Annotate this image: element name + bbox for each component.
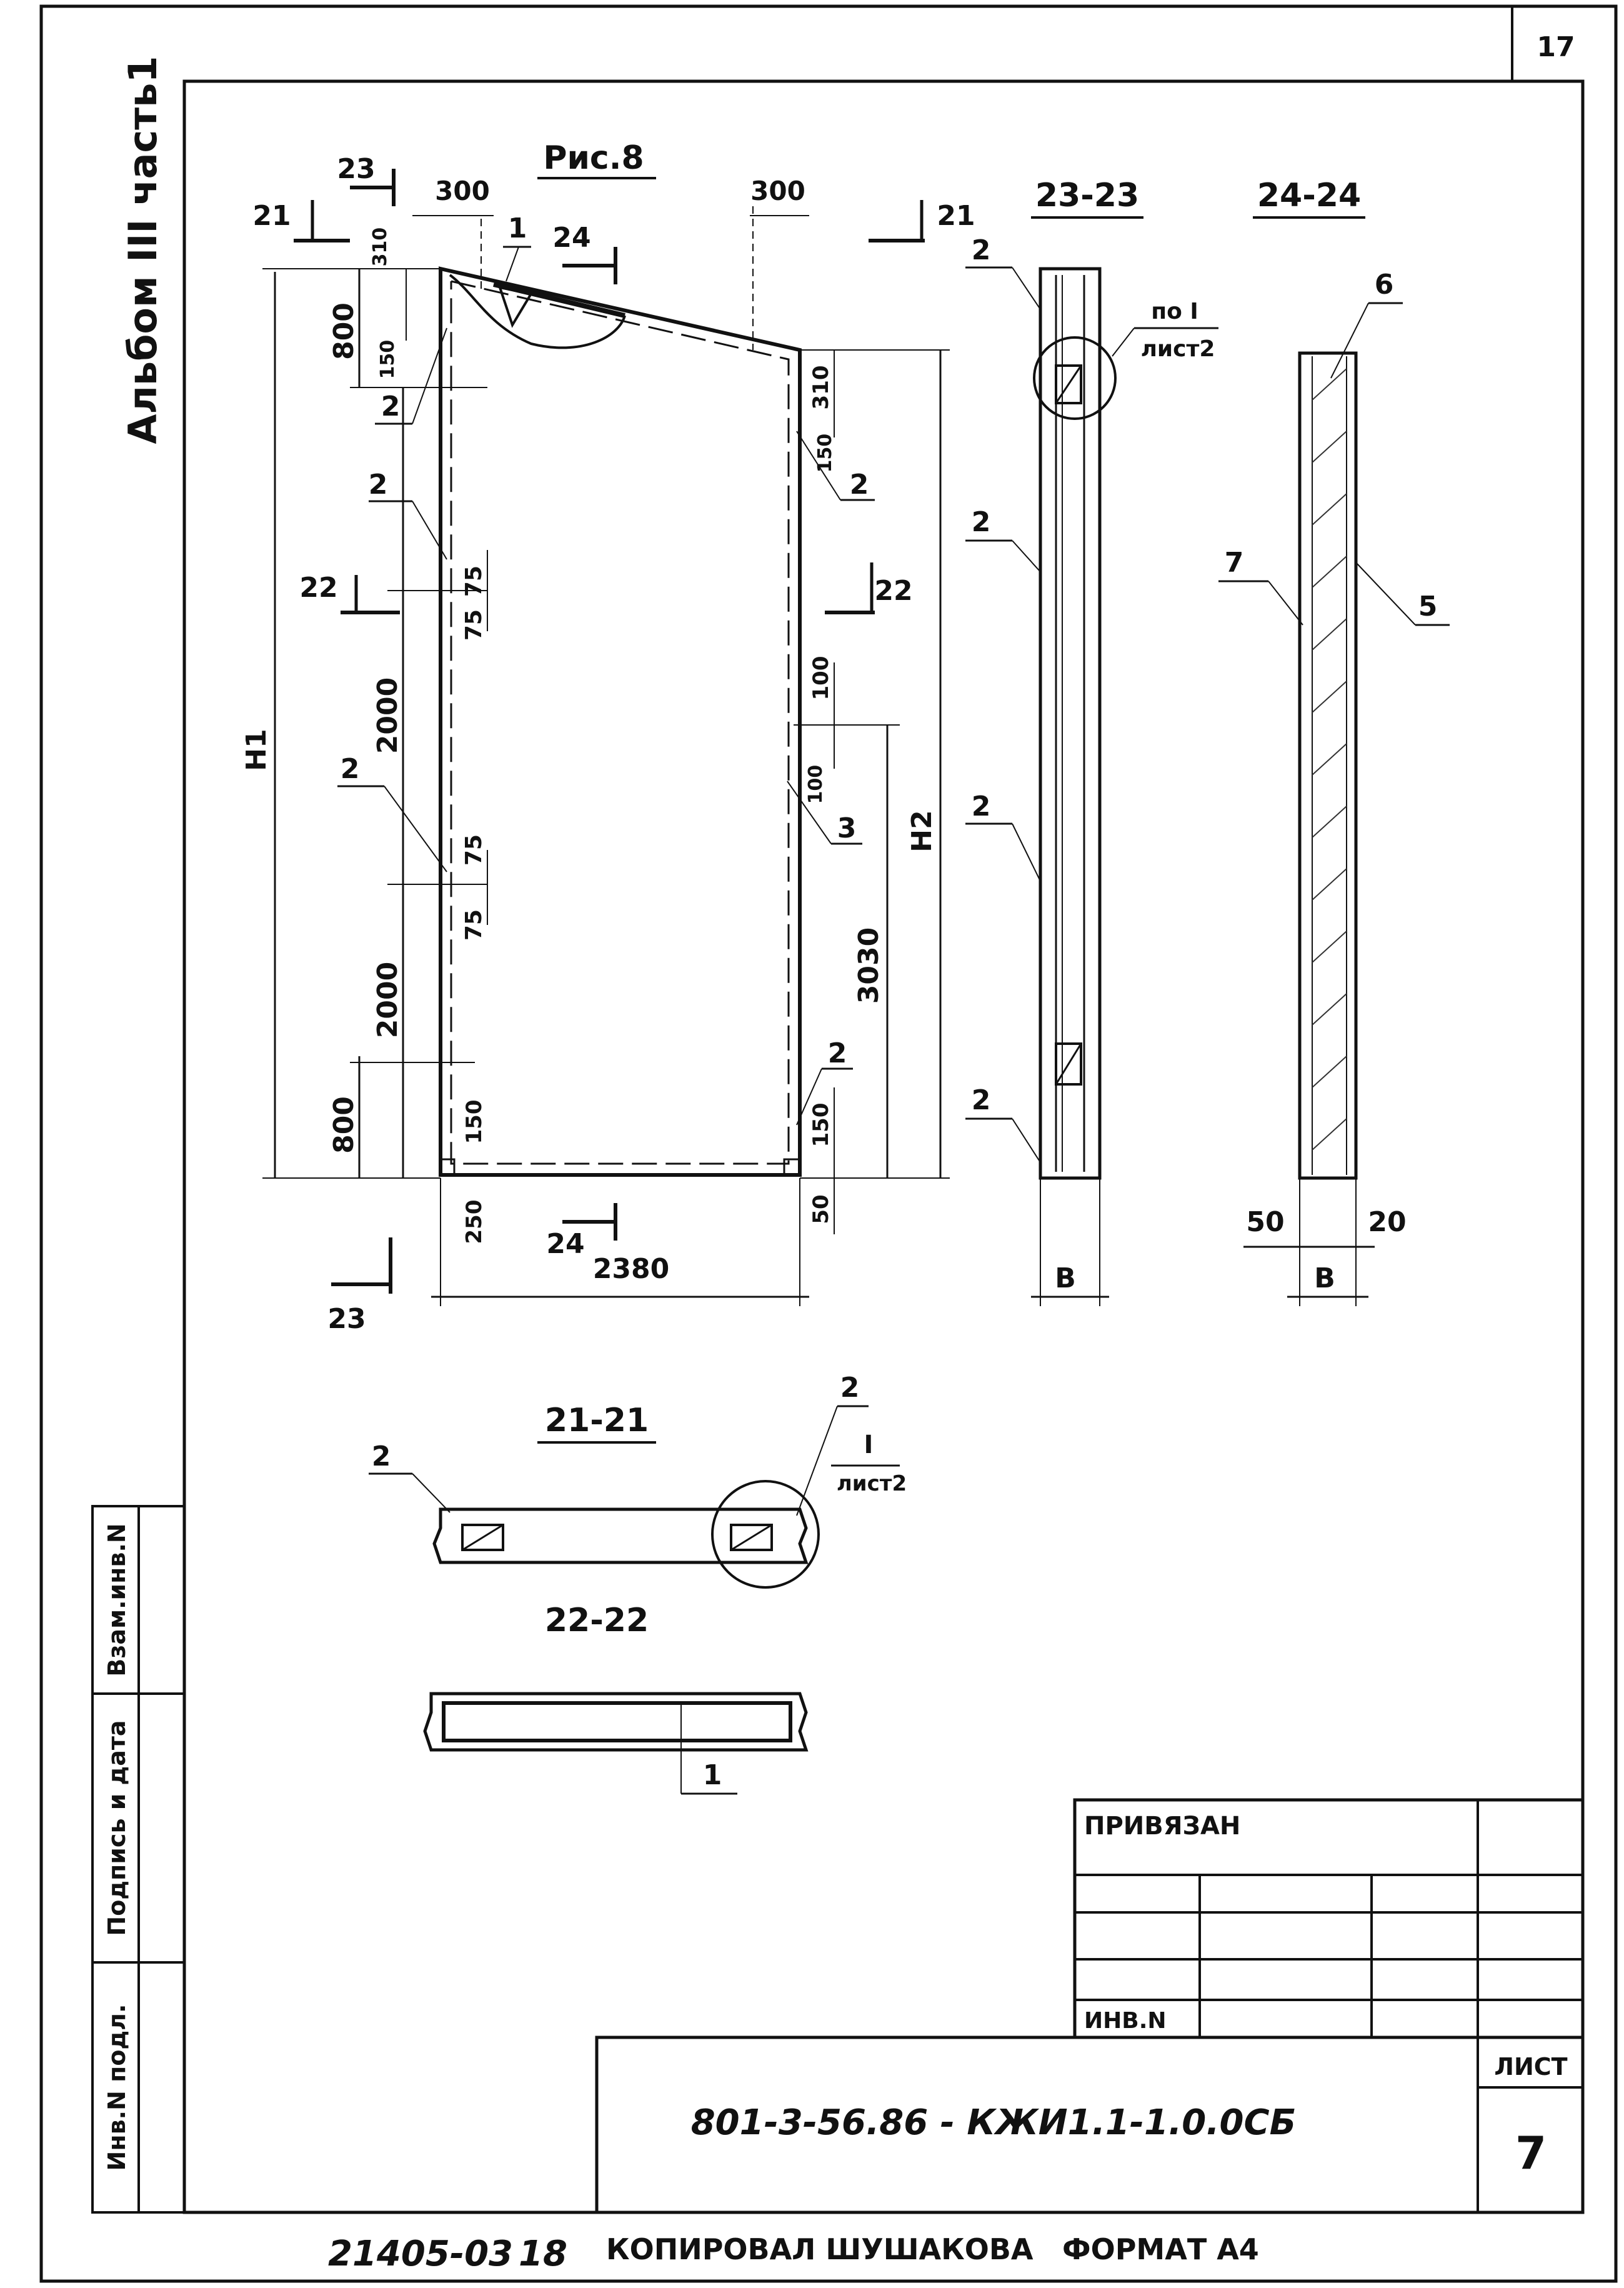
callout-2-s23-a: 2 (972, 234, 991, 266)
dim-2380-label: 2380 (593, 1253, 669, 1285)
figure-title: Рис.8 (543, 139, 644, 177)
doc-code: 801-3-56.86 - КЖИ1.1-1.0.0СБ (691, 2102, 1297, 2143)
marker-24-top: 24 (552, 222, 590, 254)
outer-border (39, 4, 1618, 2283)
copied-by: КОПИРОВАЛ ШУШАКОВА (606, 2232, 1034, 2266)
dim-20-s24: 20 (1368, 1206, 1406, 1238)
callout-2-a: 2 (381, 391, 401, 422)
section-23-23: 23-23 по I лист2 2 2 2 2 B (965, 177, 1218, 1306)
order-number: 21405-03 (328, 2234, 513, 2274)
dim-right: 300 310 150 100 100 3030 H2 150 50 (750, 176, 950, 1234)
dim-75-a: 75 (461, 566, 487, 597)
callout-2-c: 2 (341, 753, 360, 785)
marker-23-top: 23 (337, 153, 375, 185)
callout-2-s21-right: 2 (840, 1372, 860, 1404)
dim-b-s23: B (1055, 1262, 1076, 1294)
order-sub: 18 (519, 2234, 567, 2274)
format-label: ФОРМАТ А4 (1062, 2232, 1259, 2266)
ref-sheet-23: лист2 (1141, 336, 1215, 362)
dim-2000-lower: 2000 (372, 962, 404, 1038)
callout-2-b: 2 (369, 469, 388, 501)
callout-6: 6 (1375, 269, 1394, 301)
dim-2000-upper: 2000 (372, 677, 404, 754)
dim-left-top: 300 310 150 (369, 176, 494, 379)
dim-b-s24: B (1314, 1262, 1335, 1294)
callout-2-s23-c: 2 (972, 791, 991, 822)
elevation-callouts: 1 2 2 2 2 3 2 (337, 212, 875, 1126)
marker-22-left: 22 (299, 572, 337, 604)
side-stamp: Взам.инв.N Подпись и дата Инв.N подл. (91, 1505, 186, 2214)
dim-h1-label: H1 (241, 729, 272, 771)
dim-left-chain: 800 2000 2000 800 (328, 269, 487, 1178)
dim-800-bottom: 800 (328, 1096, 360, 1154)
dim-300-right: 300 (750, 176, 805, 206)
section-markers: 23 21 24 21 22 22 24 23 (252, 153, 975, 1335)
dim-75-b: 75 (461, 609, 487, 641)
marker-21-right: 21 (937, 200, 975, 232)
podpis-data-label: Подпись и дата (103, 1720, 131, 1936)
ref-node-21: I (864, 1431, 874, 1459)
page-number: 17 (1537, 31, 1575, 63)
callout-5: 5 (1418, 591, 1438, 622)
dim-150-bottom-left: 150 (462, 1100, 487, 1144)
callout-2-e: 2 (828, 1037, 847, 1069)
inv-n-label: ИНВ.N (1084, 2008, 1167, 2034)
dim-310-left: 310 (369, 227, 391, 267)
dim-100-a: 100 (809, 656, 834, 701)
callout-7: 7 (1225, 547, 1244, 579)
dim-310-right: 310 (809, 366, 834, 410)
dim-50-right-bottom: 50 (809, 1194, 834, 1224)
callout-1-top: 1 (508, 212, 527, 244)
footer: 21405-03 18 КОПИРОВАЛ ШУШАКОВА ФОРМАТ А4 (328, 2232, 1259, 2274)
section-22-22-title: 22-22 (545, 1602, 649, 1639)
dim-75-d: 75 (461, 909, 487, 941)
dim-50-s24: 50 (1246, 1206, 1284, 1238)
dim-h2-label: H2 (906, 810, 938, 852)
section-22-22: 22-22 1 (423, 1602, 809, 1795)
marker-24-bottom: 24 (546, 1228, 584, 1260)
section-23-23-title: 23-23 (1035, 177, 1139, 214)
dim-800-top: 800 (328, 302, 360, 360)
dim-3030: 3030 (853, 927, 885, 1004)
callout-2-s23-d: 2 (972, 1084, 991, 1116)
vzam-inv-label: Взам.инв.N (103, 1523, 131, 1676)
section-21-21-title: 21-21 (545, 1402, 649, 1439)
callout-1-s22: 1 (703, 1759, 722, 1791)
dim-2380: 2380 (431, 1178, 809, 1306)
callout-2-s23-b: 2 (972, 506, 991, 538)
panel-elevation (439, 206, 802, 1177)
callout-2-s21-left: 2 (372, 1441, 391, 1472)
section-24-24-title: 24-24 (1257, 177, 1361, 214)
section-21-21: 21-21 2 2 I лист2 (369, 1372, 907, 1589)
privyazan-label: ПРИВЯЗАН (1084, 1812, 1240, 1841)
dim-300-left: 300 (435, 176, 490, 206)
sheet-number: 7 (1515, 2127, 1547, 2179)
dim-75-c: 75 (461, 834, 487, 866)
callout-2-d: 2 (850, 469, 869, 501)
dim-100-b: 100 (805, 765, 827, 804)
callout-3: 3 (837, 812, 857, 844)
marker-21-left: 21 (252, 200, 291, 232)
dim-150-right-bottom: 150 (809, 1103, 834, 1147)
section-24-24: 24-24 6 7 5 B (1218, 177, 1450, 1306)
marker-22-right: 22 (874, 575, 912, 607)
dim-150-right-top: 150 (814, 434, 836, 473)
sheet-label: ЛИСТ (1494, 2053, 1567, 2081)
ref-node-23: по I (1151, 299, 1198, 324)
album-label: Альбом III часть1 (120, 56, 166, 444)
title-block: ПРИВЯЗАН ИНВ.N 801-3-56.86 - КЖИ1.1-1.0.… (595, 1798, 1585, 2214)
ref-sheet-21: лист2 (837, 1471, 907, 1496)
marker-23-bottom: 23 (327, 1303, 366, 1335)
dim-150-left: 150 (377, 340, 399, 379)
dim-250-left: 250 (462, 1200, 487, 1244)
inv-podl-label: Инв.N подл. (103, 2004, 131, 2171)
dim-75-marks: 75 75 75 75 150 250 (461, 550, 488, 1244)
dim-h1: H1 (241, 268, 441, 1179)
